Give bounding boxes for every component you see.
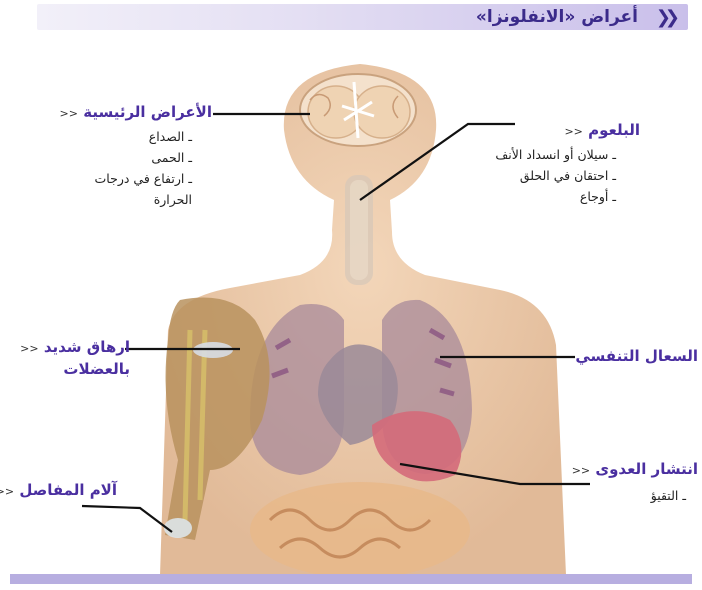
main-symptoms-heading: الأعراض الرئيسية << bbox=[60, 103, 212, 121]
intestines bbox=[250, 482, 470, 578]
joint-pain-heading: آلام المفاصل << bbox=[0, 481, 117, 499]
list-item: ـ الصداع bbox=[95, 126, 192, 147]
list-item: ـ سيلان أو انسداد الأنف bbox=[495, 144, 616, 165]
list-item: ـ التقيؤ bbox=[651, 485, 686, 506]
respiratory-cough-heading: السعال التنفسي bbox=[575, 347, 698, 365]
muscle-fatigue-heading: ارهاق شديد << بالعضلات bbox=[20, 337, 130, 379]
throat-symptoms-list: ـ سيلان أو انسداد الأنف ـ احتقان في الحل… bbox=[495, 144, 616, 207]
throat-heading: البلعوم << bbox=[564, 121, 640, 139]
infection-spread-heading: انتشار العدوى << bbox=[572, 460, 698, 478]
main-symptoms-list: ـ الصداع ـ الحمى ـ ارتفاع في درجات الحرا… bbox=[95, 126, 192, 210]
infection-symptoms-list: ـ التقيؤ bbox=[651, 485, 686, 506]
list-item: ـ الحمى bbox=[95, 147, 192, 168]
list-item: ـ أوجاع bbox=[495, 186, 616, 207]
bottom-band bbox=[10, 574, 692, 584]
list-item: ـ ارتفاع في درجات bbox=[95, 168, 192, 189]
brain bbox=[300, 74, 416, 146]
list-item: ـ احتقان في الحلق bbox=[495, 165, 616, 186]
list-item: الحرارة bbox=[95, 189, 192, 210]
